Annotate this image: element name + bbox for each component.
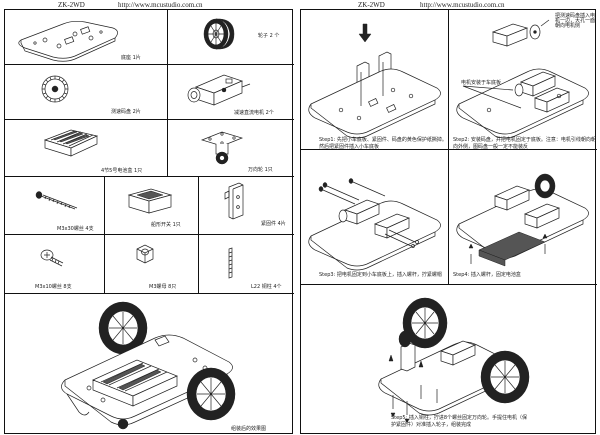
step-2-drawing (456, 19, 589, 139)
part-long-screw: M3x30螺丝 4支 (5, 177, 105, 235)
part-bracket: 紧固件 4片 (199, 177, 294, 235)
step-2-panel: 电机安装于车底板 把测速码盘插入电机一边，大孔一面朝向电机侧 Step2: 安装… (449, 10, 597, 150)
chassis-plate-drawing (18, 20, 118, 62)
bracket-drawing (224, 182, 244, 220)
standoff-drawing (228, 247, 233, 279)
right-model-label: ZK-2WD (358, 1, 385, 9)
step-5-text: Step5: 插入铜柱，拧进8个螺丝固定万向轮。手提住电机（保护紧固件）对准插入… (391, 415, 528, 428)
step-3-panel: Step3: 把电机固定到小车底板上，插入螺杆，拧紧螺帽 (301, 150, 449, 285)
part-nut-label: M3螺母 8只 (149, 284, 177, 290)
part-standoff-label: L22 铜柱 4个 (251, 284, 282, 290)
part-switch-label: 船形开关 1只 (151, 222, 181, 228)
part-wheel-label: 轮子 2 个 (258, 33, 280, 39)
assembled-view: 组装后的效果图 (5, 294, 294, 435)
nut-drawing (136, 244, 154, 264)
part-short-screw-label: M3x10螺丝 8支 (35, 284, 72, 290)
step-4-drawing (456, 173, 589, 267)
parts-sheet: 底座 1片 轮子 2 个 测速码盘 2片 (4, 9, 294, 435)
part-motor: 减速直流电机 2个 (168, 65, 294, 120)
part-chassis: 底座 1片 (5, 10, 168, 65)
rocker-switch-drawing (127, 188, 173, 214)
steps-sheet: Step1: 先把小车底板、紧固件、码盘的黄色保护纸撕掉。然后把紧固件插入小车底… (300, 9, 597, 435)
part-switch: 船形开关 1只 (105, 177, 199, 235)
step-2-top-callout: 把测速码盘插入电机一边，大孔一面朝向电机侧 (555, 13, 596, 29)
step-3-drawing (308, 178, 441, 271)
part-encoder: 测速码盘 2片 (5, 65, 168, 120)
part-standoff: L22 铜柱 4个 (199, 235, 294, 294)
right-url-label: http://www.mcustudio.com.cn (420, 1, 505, 9)
step-2-callout: 电机安装于车底板 (461, 80, 502, 86)
wheel-drawing (203, 18, 235, 50)
step-4-panel: Step4: 插入螺杆，固定电池盒 (449, 150, 597, 285)
short-screw-drawing (40, 249, 64, 267)
assembled-car-drawing (61, 301, 236, 430)
long-screw-drawing (35, 191, 78, 210)
part-caster: 万向轮 1只 (168, 120, 294, 177)
step-5-drawing (378, 297, 530, 424)
step-1-drawing (308, 23, 441, 139)
gear-motor-drawing (187, 74, 251, 106)
left-url-label: http://www.mcustudio.com.cn (118, 1, 203, 9)
step-5-panel: Step5: 插入铜柱，拧进8个螺丝固定万向轮。手提住电机（保护紧固件）对准插入… (301, 285, 597, 435)
step-1-panel: Step1: 先把小车底板、紧固件、码盘的黄色保护纸撕掉。然后把紧固件插入小车底… (301, 10, 449, 150)
part-battery-box-label: 4节5号电池盒 1只 (101, 168, 143, 174)
part-nut: M3螺母 8只 (105, 235, 199, 294)
part-encoder-label: 测速码盘 2片 (111, 109, 141, 115)
step-1-text: Step1: 先把小车底板、紧固件、码盘的黄色保护纸撕掉。然后把紧固件插入小车底… (319, 137, 447, 150)
part-chassis-label: 底座 1片 (121, 55, 141, 61)
part-wheel: 轮子 2 个 (168, 10, 294, 65)
part-bracket-label: 紧固件 4片 (261, 221, 286, 227)
part-long-screw-label: M3x30螺丝 4支 (57, 226, 94, 232)
battery-box-drawing (43, 129, 99, 157)
part-short-screw: M3x10螺丝 8支 (5, 235, 105, 294)
left-model-label: ZK-2WD (58, 1, 85, 9)
step-4-text: Step4: 插入螺杆，固定电池盒 (453, 272, 521, 278)
step-2-text: Step2: 安装码盘，并把电机固定于底板。注意：电机引线朝向朝向外侧，图码盘一… (453, 137, 596, 150)
part-battery-box: 4节5号电池盒 1只 (5, 120, 168, 177)
encoder-disc-drawing (41, 75, 69, 103)
part-caster-label: 万向轮 1只 (248, 167, 273, 173)
caster-wheel-drawing (200, 131, 244, 165)
step-3-text: Step3: 把电机固定到小车底板上，插入螺杆，拧紧螺帽 (319, 272, 442, 278)
assembled-label: 组装后的效果图 (231, 426, 267, 432)
part-motor-label: 减速直流电机 2个 (234, 110, 274, 116)
